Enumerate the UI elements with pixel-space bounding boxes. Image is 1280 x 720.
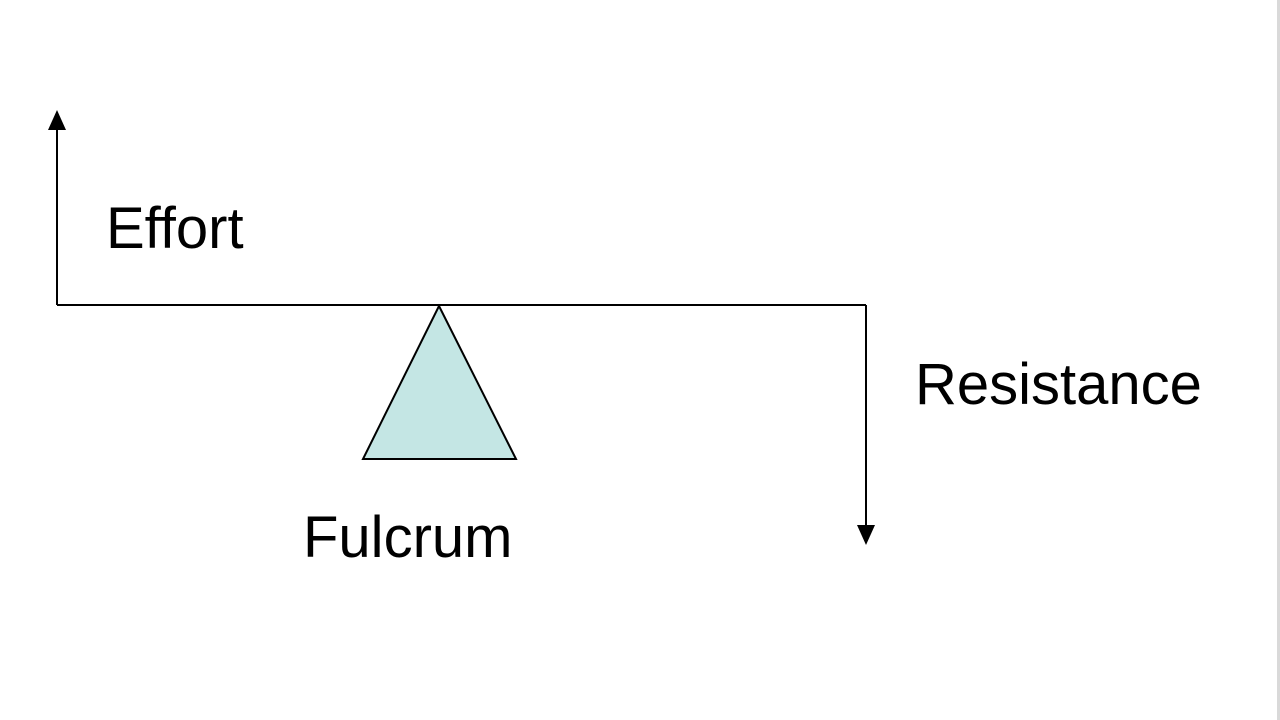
effort-label: Effort: [106, 196, 244, 261]
fulcrum-triangle: [361, 303, 518, 460]
slide-edge-divider: [1277, 0, 1280, 720]
effort-arrow-head: [48, 110, 66, 130]
resistance-arrow-head: [857, 525, 875, 545]
fulcrum-label: Fulcrum: [303, 505, 513, 570]
resistance-label: Resistance: [915, 352, 1202, 417]
